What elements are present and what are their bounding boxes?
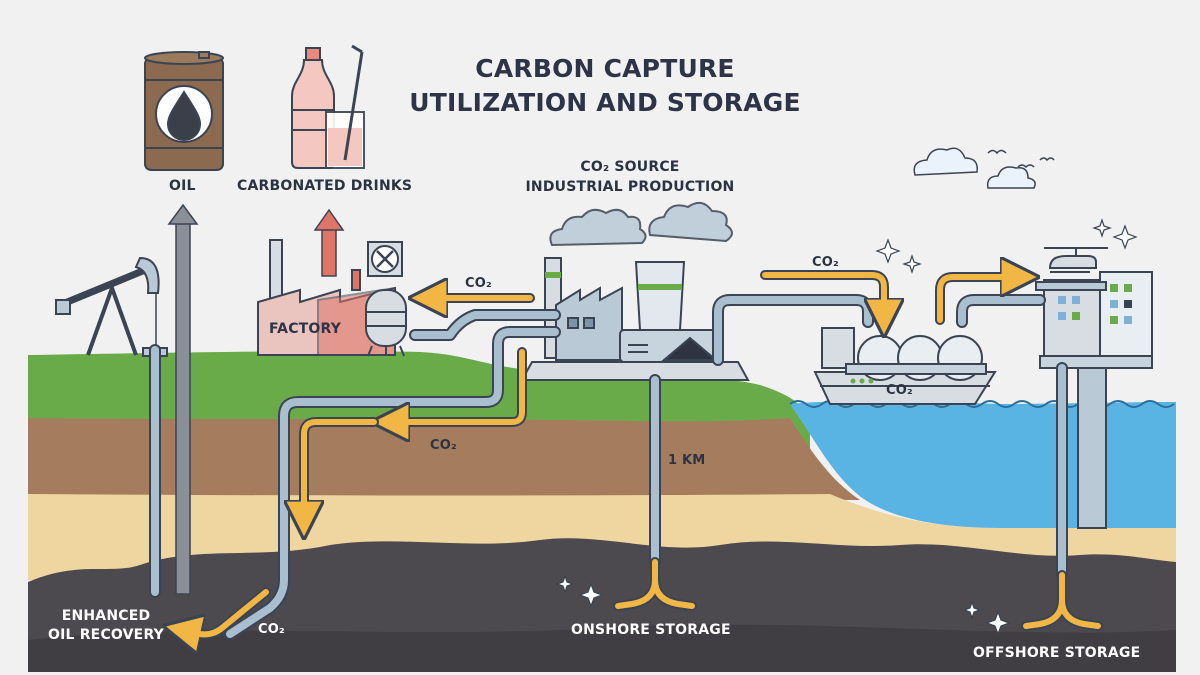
label-co2-source: CO₂ SOURCE INDUSTRIAL PRODUCTION [500, 157, 760, 197]
label-co2-underground: CO₂ [430, 438, 457, 453]
label-co2-source-line-2: INDUSTRIAL PRODUCTION [525, 179, 735, 195]
cloud-icon [913, 147, 978, 176]
pump-jack [55, 256, 168, 357]
cloud-icon [986, 166, 1036, 189]
oil-barrel [144, 51, 224, 171]
factory-building [257, 239, 407, 357]
co2-flow-arrows [182, 275, 1103, 634]
sky-decoration [913, 147, 1055, 189]
fan-icon [376, 250, 394, 268]
label-depth: 1 KM [668, 453, 706, 468]
deep-rock-shade [28, 624, 1176, 672]
co2-source-plant [520, 201, 750, 381]
co2-tanker-ship [813, 327, 997, 405]
title-line-1: CARBON CAPTURE [475, 54, 735, 83]
up-arrow-oil [167, 203, 199, 595]
bird-icon [1039, 157, 1055, 162]
carbonated-drinks-illustration [291, 44, 365, 169]
sparkle-icons [555, 218, 1138, 636]
up-arrow-drinks [313, 208, 345, 277]
label-co2-ship: CO₂ [886, 383, 913, 398]
label-co2-eor: CO₂ [258, 622, 285, 637]
label-co2-to-ship: CO₂ [812, 255, 839, 270]
helicopter-icon [1044, 247, 1108, 273]
smoke-cloud [648, 201, 733, 243]
smoke-cloud [549, 208, 647, 247]
oil-drop-icon [166, 90, 202, 141]
label-offshore-storage: OFFSHORE STORAGE [973, 645, 1141, 661]
bird-icon [987, 149, 1007, 155]
label-enhanced-oil-recovery: ENHANCED OIL RECOVERY [48, 607, 164, 645]
label-co2-to-factory: CO₂ [465, 276, 492, 291]
ground-layers [28, 351, 1176, 672]
label-oil: OIL [169, 178, 196, 194]
label-eor-line-2: OIL RECOVERY [48, 627, 164, 643]
label-factory: FACTORY [269, 321, 342, 337]
label-eor-line-1: ENHANCED [61, 608, 151, 624]
offshore-platform [1035, 247, 1153, 529]
label-carbonated-drinks: CARBONATED DRINKS [237, 178, 413, 194]
title-line-2: UTILIZATION AND STORAGE [409, 88, 801, 117]
label-co2-source-line-1: CO₂ SOURCE [580, 159, 680, 175]
label-onshore-storage: ONSHORE STORAGE [571, 622, 731, 638]
diagram-title: CARBON CAPTURE UTILIZATION AND STORAGE [395, 52, 815, 120]
bird-icon [1017, 164, 1035, 169]
